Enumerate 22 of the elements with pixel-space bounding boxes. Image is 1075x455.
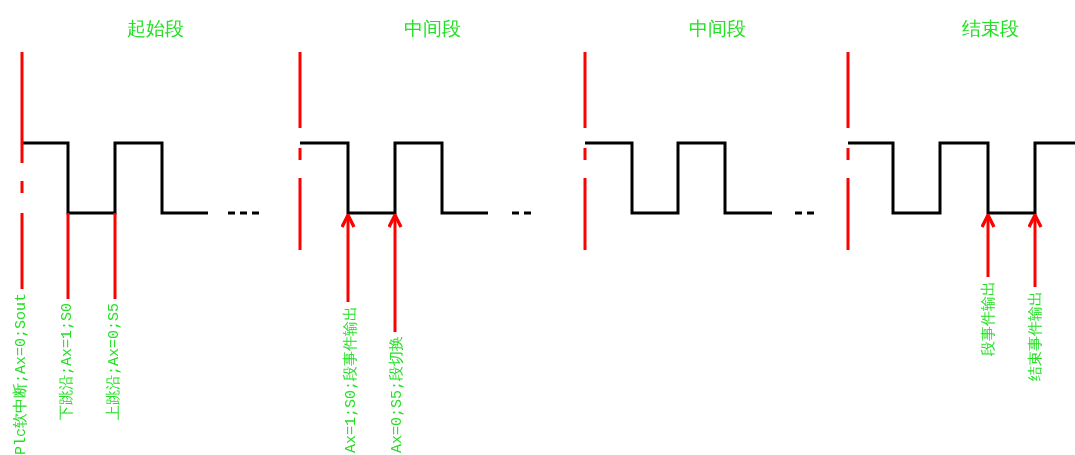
leader-line — [20, 52, 24, 289]
arrow — [340, 213, 356, 302]
square-waveform — [300, 141, 488, 215]
annotation-text: 段事件输出 — [981, 281, 999, 356]
annotation-text: 结束事件输出 — [1028, 291, 1046, 381]
leader-line — [66, 213, 70, 299]
annotation-text: Plc软中断;Ax=0;Sout — [13, 292, 31, 455]
arrow — [387, 213, 403, 332]
annotation-text: 下跳沿;Ax=1;S0 — [59, 303, 77, 420]
arrow — [1027, 213, 1043, 287]
segment-title: 中间段 — [687, 18, 747, 42]
segment-title: 中间段 — [402, 18, 462, 42]
segment-title: 结束段 — [960, 18, 1020, 42]
square-waveform — [22, 141, 208, 215]
square-waveform — [848, 141, 1075, 215]
square-waveform — [585, 141, 772, 215]
annotation-text: Ax=0;S5;段切换 — [389, 336, 407, 453]
annotation-text: 上跳沿;Ax=0;S5 — [106, 303, 124, 420]
arrow — [980, 213, 996, 277]
annotation-text: Ax=1;S0;段事件输出 — [343, 306, 361, 453]
segment-title: 起始段 — [125, 18, 185, 42]
leader-line — [113, 213, 117, 299]
